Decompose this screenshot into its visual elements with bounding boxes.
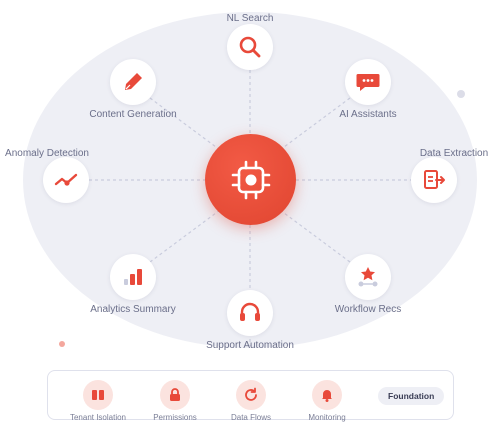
refresh-icon [245,387,257,401]
decor-dot [59,341,65,347]
foundation-label: Monitoring [308,413,346,422]
foundation-icon-bg [312,380,342,410]
node-support-automation[interactable] [227,290,273,336]
trend-check-icon [54,173,78,186]
foundation-label: Tenant Isolation [69,413,127,422]
node-anomaly-detection[interactable] [43,157,89,203]
node-label-content-generation: Content Generation [89,109,177,120]
workflow-star-icon [358,267,378,287]
tenant-blocks-icon [92,390,104,400]
foundation-title-badge: Foundation [378,387,445,405]
foundation-icon-bg [160,380,190,410]
foundation-icon-bg [83,380,113,410]
cpu-chip-icon [231,160,270,199]
bar-chart-icon [124,269,142,285]
node-label-analytics-summary: Analytics Summary [90,304,176,315]
foundation-item-permissions[interactable]: Permissions [135,380,215,422]
document-export-icon [424,170,445,189]
search-icon [239,36,261,58]
node-label-support-automation: Support Automation [206,340,294,351]
foundation-label: Data Flows [230,413,271,422]
node-label-anomaly-detection: Anomaly Detection [5,148,89,159]
node-data-extraction[interactable] [411,157,457,203]
foundation-label: Permissions [153,413,197,422]
foundation-item-tenant-isolation[interactable]: Tenant Isolation [58,380,138,422]
node-label-ai-assistants: AI Assistants [339,109,397,120]
bell-icon [322,390,332,402]
lock-icon [170,388,180,401]
foundation-item-data-flows[interactable]: Data Flows [211,380,291,422]
node-label-data-extraction: Data Extraction [419,148,489,159]
node-label-nl-search: NL Search [226,13,274,24]
pen-icon [125,73,142,90]
node-content-generation[interactable] [110,59,156,105]
node-label-workflow-recs: Workflow Recs [334,304,402,315]
headset-icon [240,302,260,321]
node-analytics-summary[interactable] [110,254,156,300]
ai-core-hub[interactable] [205,134,296,225]
node-nl-search[interactable] [227,24,273,70]
chat-bubble-icon [356,74,380,91]
node-workflow-recs[interactable] [345,254,391,300]
foundation-panel: Tenant Isolation Permissions Data Flows … [47,370,454,422]
node-ai-assistants[interactable] [345,59,391,105]
foundation-icon-bg [236,380,266,410]
foundation-item-monitoring[interactable]: Monitoring [287,380,367,422]
decor-dot [457,90,465,98]
